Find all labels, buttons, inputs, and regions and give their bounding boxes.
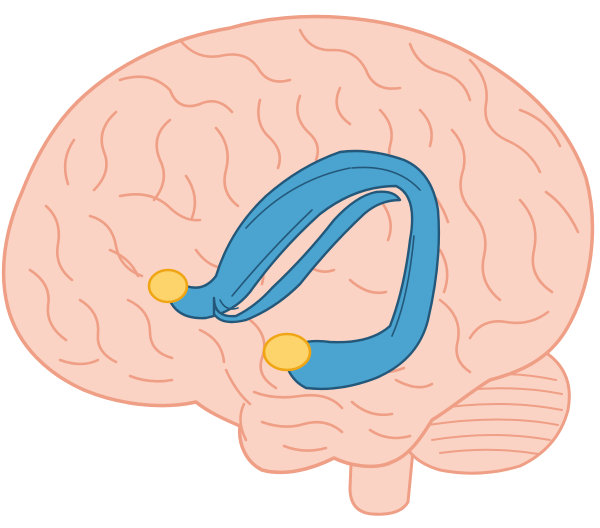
frontal-node	[147, 268, 189, 304]
cerebrum	[1, 14, 595, 475]
fiber-strands	[219, 166, 421, 337]
fiber-tract-inner	[212, 190, 402, 324]
fiber-tract-outer	[166, 149, 441, 391]
temporal-node	[262, 332, 312, 372]
